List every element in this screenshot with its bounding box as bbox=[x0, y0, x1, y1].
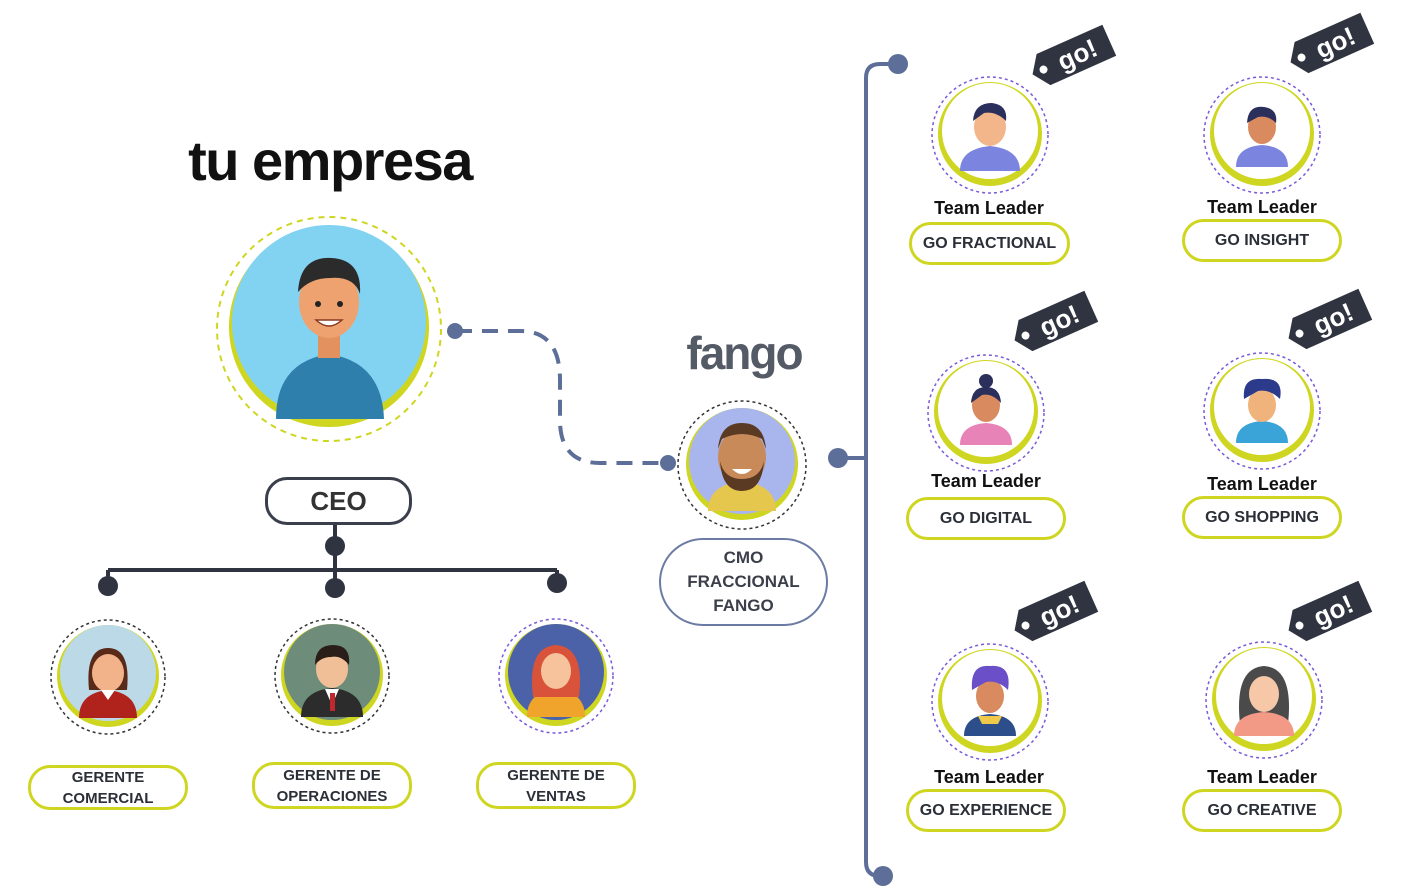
team-experience-role: Team Leader bbox=[934, 767, 1044, 787]
team-fractional-unit: GO FRACTIONAL bbox=[909, 222, 1070, 265]
team-digital-role: Team Leader bbox=[931, 471, 1041, 491]
team-digital-unit: GO DIGITAL bbox=[906, 497, 1066, 540]
team-digital-avatar bbox=[927, 354, 1045, 472]
team-insight-avatar bbox=[1203, 76, 1321, 194]
company-title: tu empresa bbox=[188, 129, 473, 192]
tree-node bbox=[547, 573, 567, 593]
team-experience-unit: GO EXPERIENCE bbox=[906, 789, 1066, 832]
go-tag-icon: go! bbox=[1290, 12, 1375, 74]
team-creative-unit: GO CREATIVE bbox=[1182, 789, 1342, 832]
ceo-label: CEO bbox=[265, 477, 412, 525]
team-shopping-avatar bbox=[1203, 352, 1321, 470]
tree-node bbox=[98, 576, 118, 596]
team-fractional-role: Team Leader bbox=[934, 198, 1044, 218]
go-tag-icon: go! bbox=[1288, 288, 1373, 350]
team-shopping-role: Team Leader bbox=[1207, 474, 1317, 494]
team-creative-avatar bbox=[1205, 641, 1323, 759]
team-shopping-unit: GO SHOPPING bbox=[1182, 496, 1342, 539]
tree-node bbox=[325, 536, 345, 556]
go-tag-icon: go! bbox=[1014, 580, 1099, 642]
team-insight-unit: GO INSIGHT bbox=[1182, 219, 1342, 262]
team-insight-role: Team Leader bbox=[1207, 197, 1317, 217]
tree-node bbox=[325, 578, 345, 598]
team-bracket bbox=[838, 62, 897, 878]
go-tag-icon: go! bbox=[1288, 580, 1373, 642]
ceo-avatar bbox=[216, 216, 442, 442]
manager-ventas-avatar bbox=[498, 618, 614, 734]
fango-logo: fango bbox=[686, 327, 803, 379]
manager-comercial-avatar bbox=[50, 619, 166, 735]
go-tag-icon: go! bbox=[1032, 24, 1117, 86]
team-experience-avatar bbox=[931, 643, 1049, 761]
team-creative-role: Team Leader bbox=[1207, 767, 1317, 787]
go-tag-icon: go! bbox=[1014, 290, 1099, 352]
manager-operaciones-avatar bbox=[274, 618, 390, 734]
ceo-cmo-dashed-link bbox=[456, 329, 668, 465]
cmo-avatar bbox=[677, 400, 807, 530]
team-fractional-avatar bbox=[931, 76, 1049, 194]
